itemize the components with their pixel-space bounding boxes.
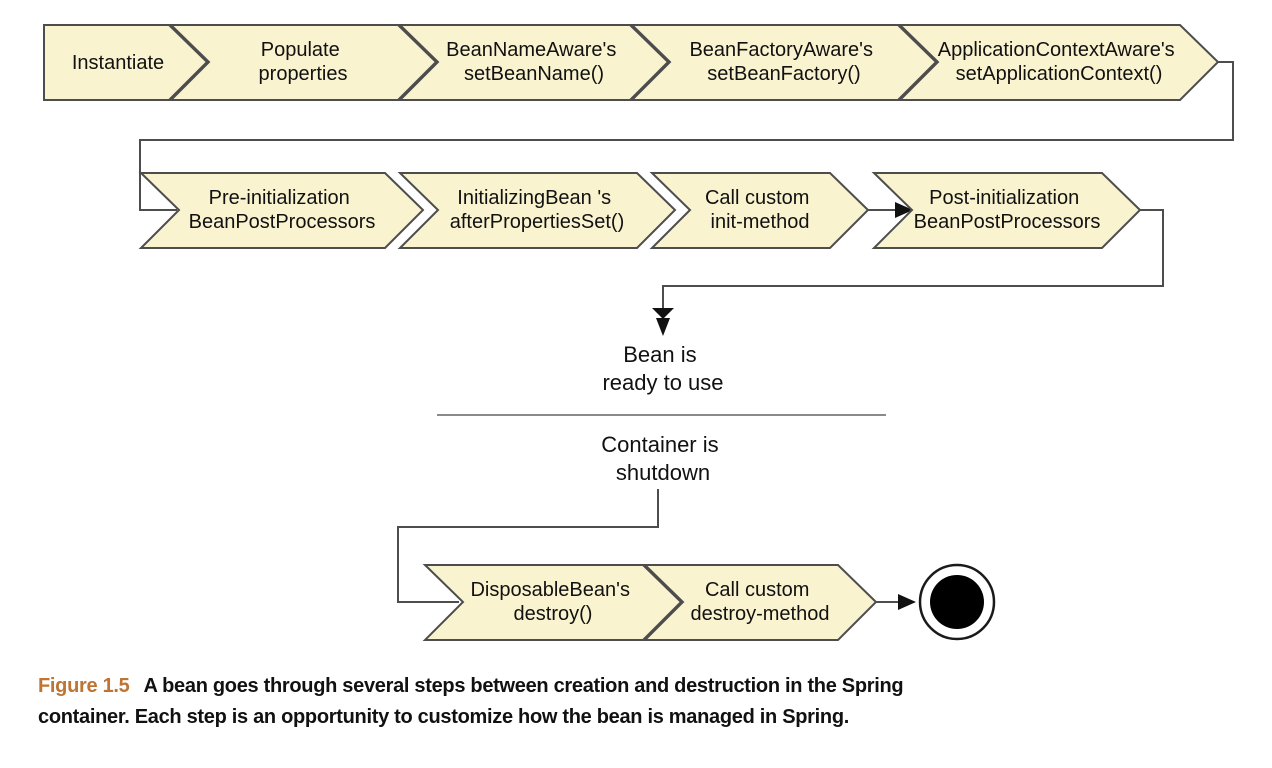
step-label: Call custom init-method — [705, 187, 815, 233]
chevron-shape — [43, 24, 209, 101]
step-label-line: InitializingBean 's — [457, 187, 611, 209]
chevron-shape — [871, 172, 1142, 249]
connector-shutdown-to-row3 — [397, 489, 659, 603]
chevron-shape — [397, 24, 670, 101]
step-label-line: DisposableBean's — [470, 579, 629, 601]
bean-ready-label: Bean is ready to use — [602, 342, 723, 395]
step-call-custom-init-method: Call custom init-method — [649, 172, 870, 249]
chevron-shape — [397, 172, 677, 249]
step-set-bean-factory: BeanFactoryAware's setBeanFactory() — [629, 24, 938, 101]
step-label: ApplicationContextAware's setApplication… — [938, 39, 1180, 85]
connector-row2-to-ready — [662, 209, 1164, 308]
arrowhead-right-icon — [898, 594, 916, 610]
connector-row1-to-row2 — [139, 61, 1234, 211]
step-label-line: BeanPostProcessors — [914, 211, 1101, 233]
arrowhead-down-icon — [656, 318, 670, 336]
figure-caption-line2: container. Each step is an opportunity t… — [38, 706, 849, 728]
step-label-line: properties — [259, 63, 348, 85]
state-label-line: Container is — [601, 432, 718, 457]
step-label-line: Call custom — [705, 579, 809, 601]
state-label-line: shutdown — [616, 460, 710, 485]
step-label-line: BeanNameAware's — [446, 39, 616, 61]
step-label: BeanFactoryAware's setBeanFactory() — [689, 39, 878, 85]
figure-caption-line1: A bean goes through several steps betwee… — [143, 675, 904, 697]
step-post-initialization-beanpostprocessors: Post-initialization BeanPostProcessors — [871, 172, 1142, 249]
step-label-line: setBeanFactory() — [707, 63, 860, 85]
bean-lifecycle-diagram: Instantiate Populate properties BeanName… — [43, 24, 1234, 641]
step-label-line: BeanPostProcessors — [189, 211, 376, 233]
step-disposable-bean-destroy: DisposableBean's destroy() — [422, 564, 683, 641]
step-label: Instantiate — [72, 52, 164, 74]
step-label-line: init-method — [711, 211, 810, 233]
chevron-shape — [642, 564, 878, 641]
chevron-shape — [897, 24, 1220, 101]
step-label: Populate properties — [259, 39, 348, 85]
step-label: Pre-initialization BeanPostProcessors — [189, 187, 376, 233]
step-set-application-context: ApplicationContextAware's setApplication… — [897, 24, 1220, 101]
step-populate-properties: Populate properties — [168, 24, 438, 101]
step-label-line: destroy-method — [691, 603, 830, 625]
state-label-line: ready to use — [602, 370, 723, 395]
step-label-line: afterPropertiesSet() — [450, 211, 625, 233]
step-label-line: destroy() — [514, 603, 593, 625]
chevron-shape — [168, 24, 438, 101]
chevron-shape — [629, 24, 938, 101]
step-set-bean-name: BeanNameAware's setBeanName() — [397, 24, 670, 101]
figure-caption-label: Figure 1.5 — [38, 675, 130, 697]
end-state-node — [918, 563, 996, 641]
step-label-line: Populate — [261, 39, 340, 61]
figure-caption: Figure 1.5 A bean goes through several st… — [38, 671, 1048, 733]
step-call-custom-destroy-method: Call custom destroy-method — [642, 564, 878, 641]
step-after-properties-set: InitializingBean 's afterPropertiesSet() — [397, 172, 677, 249]
step-label-line: Call custom — [705, 187, 809, 209]
container-shutdown-label: Container is shutdown — [601, 432, 725, 485]
step-label-line: Pre-initialization — [209, 187, 350, 209]
chevron-shape — [649, 172, 870, 249]
step-pre-initialization-beanpostprocessors: Pre-initialization BeanPostProcessors — [138, 172, 425, 249]
step-label: InitializingBean 's afterPropertiesSet() — [450, 187, 625, 233]
step-label: DisposableBean's destroy() — [470, 579, 635, 625]
arrowhead-down-icon — [652, 308, 674, 319]
state-label-line: Bean is — [623, 342, 696, 367]
arrowhead-right-icon — [895, 202, 913, 218]
step-label-line: ApplicationContextAware's — [938, 39, 1175, 61]
step-instantiate: Instantiate — [43, 24, 209, 101]
step-label-line: Post-initialization — [929, 187, 1079, 209]
step-label-line: BeanFactoryAware's — [689, 39, 873, 61]
chevron-shape — [422, 564, 683, 641]
step-label: Post-initialization BeanPostProcessors — [914, 187, 1101, 233]
step-label: Call custom destroy-method — [691, 579, 830, 625]
chevron-shape — [138, 172, 425, 249]
step-label-line: setApplicationContext() — [956, 63, 1163, 85]
step-label-line: setBeanName() — [464, 63, 604, 85]
step-label: BeanNameAware's setBeanName() — [446, 39, 622, 85]
end-state-inner-dot — [930, 575, 984, 629]
step-label-line: Instantiate — [72, 52, 164, 74]
